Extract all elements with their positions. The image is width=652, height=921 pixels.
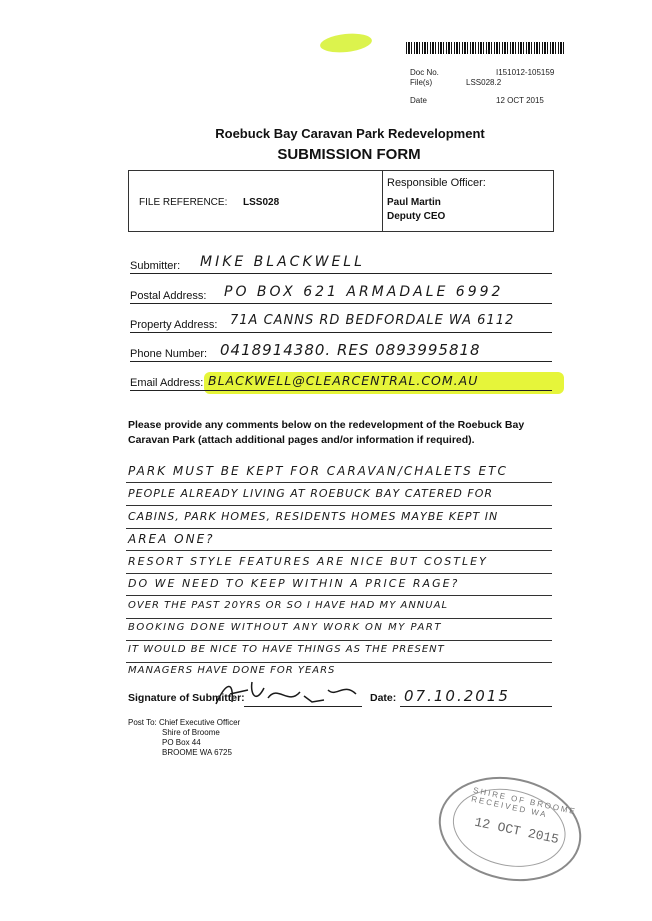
comment-line: IT WOULD BE NICE TO HAVE THINGS AS THE P…	[128, 644, 445, 655]
comment-line: AREA ONE?	[128, 532, 215, 546]
email-address-label: Email Address:	[130, 377, 204, 389]
barcode	[406, 42, 566, 54]
reference-box: FILE REFERENCE: LSS028 Responsible Offic…	[128, 170, 554, 232]
date-label: Date	[410, 96, 427, 105]
comment-line: PEOPLE ALREADY LIVING AT ROEBUCK BAY CAT…	[128, 487, 494, 500]
comment-line: DO WE NEED TO KEEP WITHIN A PRICE RAGE?	[128, 577, 460, 590]
post-to-line: BROOME WA 6725	[162, 748, 232, 757]
post-to-line: Shire of Broome	[162, 728, 220, 737]
highlighter-mark	[319, 31, 373, 55]
submitter-value: MIKE BLACKWELL	[200, 254, 365, 270]
page-title: Roebuck Bay Caravan Park Redevelopment	[215, 126, 485, 141]
post-to-line: PO Box 44	[162, 738, 201, 747]
submitter-label: Submitter:	[130, 260, 181, 272]
instructions: Please provide any comments below on the…	[128, 419, 525, 446]
signature-label: Signature of Submitter:	[128, 692, 245, 704]
file-reference-value: LSS028	[243, 197, 280, 208]
date-sign-value: 07.10.2015	[404, 687, 510, 705]
comment-line: PARK MUST BE KEPT FOR CARAVAN/CHALETS ET…	[128, 464, 508, 478]
files-label: File(s)	[410, 78, 433, 87]
comment-line: BOOKING DONE WITHOUT ANY WORK ON MY PART	[128, 622, 442, 633]
property-address-label: Property Address:	[130, 319, 218, 331]
postal-address-label: Postal Address:	[130, 290, 207, 302]
email-highlight	[204, 372, 564, 394]
date-value: 12 OCT 2015	[496, 96, 544, 105]
signature-scribble	[215, 681, 357, 705]
comment-line: CABINS, PARK HOMES, RESIDENTS HOMES MAYB…	[128, 510, 499, 523]
received-stamp: SHIRE OF BROOME RECEIVED WA 12 OCT 2015	[428, 764, 592, 894]
file-reference-label: FILE REFERENCE:	[139, 197, 228, 208]
officer-name: Paul Martin	[387, 197, 441, 208]
doc-no-value: I151012-105159	[496, 68, 555, 77]
comment-line: MANAGERS HAVE DONE FOR YEARS	[128, 665, 336, 676]
postal-address-value: PO BOX 621 ARMADALE 6992	[224, 284, 504, 300]
page-subtitle: SUBMISSION FORM	[277, 146, 421, 163]
post-to-block: Post To: Chief Executive Officer Shire o…	[128, 718, 240, 758]
officer-title: Deputy CEO	[387, 211, 446, 222]
phone-number-label: Phone Number:	[130, 348, 208, 360]
doc-no-label: Doc No.	[410, 68, 439, 77]
post-to-line: Post To: Chief Executive Officer	[128, 718, 241, 727]
comment-line: RESORT STYLE FEATURES ARE NICE BUT COSTL…	[128, 555, 488, 568]
date-sign-label: Date:	[370, 692, 397, 704]
officer-label: Responsible Officer:	[387, 177, 486, 189]
comment-line: OVER THE PAST 20YRS OR SO I HAVE HAD MY …	[128, 600, 449, 611]
files-value: LSS028.2	[466, 78, 502, 87]
email-address-value: BLACKWELL@CLEARCENTRAL.COM.AU	[208, 373, 479, 388]
phone-number-value: 0418914380. RES 0893995818	[220, 341, 481, 359]
property-address-value: 71A CANNS RD BEDFORDALE WA 6112	[230, 313, 515, 328]
